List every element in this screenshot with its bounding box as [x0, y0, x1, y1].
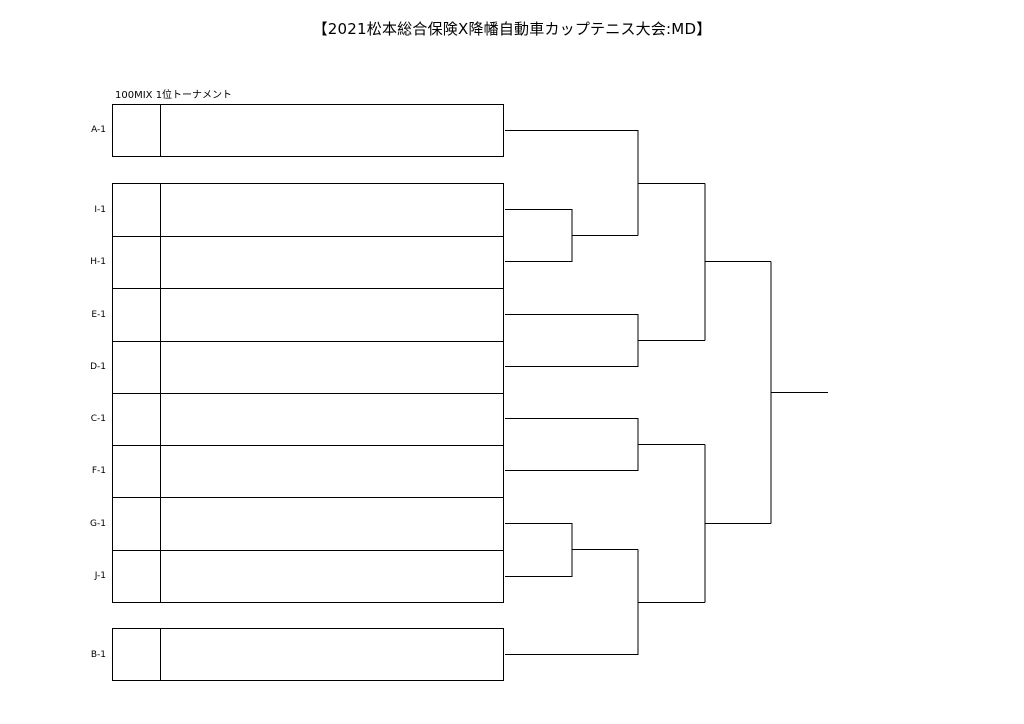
bracket-match-a1	[505, 130, 639, 236]
row-divider	[113, 445, 503, 446]
bracket-match-g1-j1	[505, 523, 573, 577]
entry-box-b1	[112, 628, 504, 681]
entry-box-a1	[112, 104, 504, 157]
seed-label-a1: A-1	[91, 125, 106, 135]
bracket-subtitle: 100MIX 1位トーナメント	[115, 90, 233, 101]
bracket-match-i1-h1	[505, 209, 573, 262]
bracket-match-e1-d1	[505, 314, 639, 367]
bracket-match-b1	[505, 549, 639, 655]
seed-label-f1: F-1	[91, 466, 106, 476]
row-divider	[113, 497, 503, 498]
seed-label-c1: C-1	[90, 414, 106, 424]
row-divider	[113, 288, 503, 289]
seed-label-j1: J-1	[94, 571, 106, 581]
seed-label-h1: H-1	[90, 257, 106, 267]
bracket-match-c1-f1	[505, 418, 639, 471]
row-divider	[113, 393, 503, 394]
seed-label-g1: G-1	[90, 519, 106, 529]
seed-cell	[113, 629, 161, 680]
row-divider	[113, 550, 503, 551]
entry-box-group-main	[112, 183, 504, 603]
tournament-title: 【2021松本総合保険X降幡自動車カップテニス大会:MD】	[312, 20, 712, 38]
seed-cell	[113, 105, 161, 156]
seed-label-e1: E-1	[91, 310, 106, 320]
row-divider	[113, 236, 503, 237]
seed-label-i1: I-1	[94, 205, 106, 215]
row-divider	[113, 341, 503, 342]
seed-label-d1: D-1	[90, 362, 106, 372]
seed-label-b1: B-1	[90, 650, 106, 660]
